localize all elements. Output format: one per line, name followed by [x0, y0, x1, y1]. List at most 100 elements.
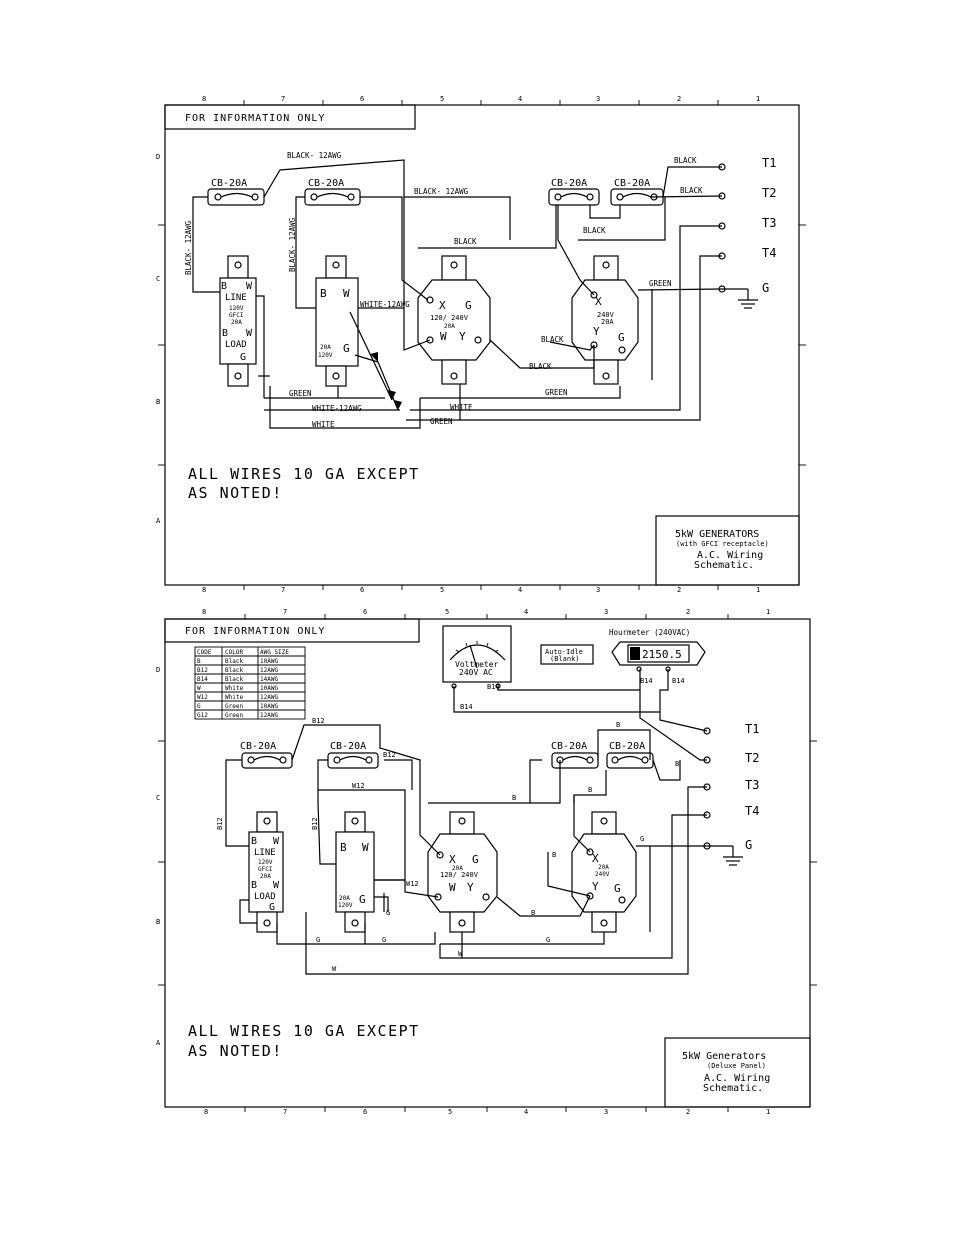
wl-green-2: GREEN — [289, 389, 312, 398]
wl-black-12awg-top: BLACK- 12AWG — [287, 151, 342, 160]
wc-b-d: B — [588, 786, 592, 794]
ruler-side-a: A — [156, 517, 161, 525]
sheet-1-gfci-receptacle — [219, 255, 257, 387]
sheet-1-breaker-4 — [610, 188, 664, 206]
auto-idle-box — [540, 644, 594, 665]
tl1-amps-label: 20A — [444, 323, 455, 330]
wire-legend-table — [194, 646, 306, 720]
ruler2-top-5: 5 — [445, 608, 449, 616]
tl2-g-label: G — [618, 331, 625, 344]
wl-black-2: BLACK — [680, 186, 703, 195]
sheet-1-title-2: (with GFCI receptacle) — [676, 540, 769, 548]
legend-row-2-code: B12 — [197, 667, 208, 674]
sheet-2-info-box — [164, 618, 420, 643]
sheet-1-twist-lock-240 — [571, 255, 639, 385]
wc-b14-c: B14 — [672, 677, 685, 685]
tl3-g-label: G — [472, 853, 479, 866]
wc-g-b: G — [316, 936, 320, 944]
ruler2-bottom-3: 3 — [604, 1108, 608, 1116]
ruler-side-d: D — [156, 153, 160, 161]
tl3-amps-label: 20A — [452, 865, 463, 872]
legend-header-color: COLOR — [225, 649, 243, 656]
ground-symbol-icon — [722, 288, 758, 309]
ruler2-bottom-5: 5 — [448, 1108, 452, 1116]
sheet-2-breaker-1-label: CB-20A — [240, 741, 276, 752]
hourmeter-label: Hourmeter (240VAC) — [609, 628, 690, 637]
wc-b14-d: B14 — [460, 703, 473, 711]
legend-row-7-color: Green — [225, 712, 243, 719]
sheet-1-terminal-t4: T4 — [762, 246, 776, 260]
sheet-2-terminal-t3: T3 — [745, 778, 759, 792]
sheet-1-title-1: 5kW GENERATORS — [675, 529, 759, 540]
wl-black-12awg-left: BLACK- 12AWG — [184, 220, 193, 275]
tl1-w-label: W — [440, 330, 447, 343]
sheet-2-duplex-receptacle — [335, 811, 375, 933]
sheet-2-terminal-t2: T2 — [745, 751, 759, 765]
sheet-1-breaker-2-label: CB-20A — [308, 178, 344, 189]
sheet-2-title-block — [664, 1037, 811, 1108]
gfci-line-label: LINE — [225, 293, 247, 303]
legend-row-6-code: G — [197, 703, 201, 710]
sheet-1-info-box — [164, 104, 416, 130]
ruler2-bottom-6: 6 — [363, 1108, 367, 1116]
ruler-bottom-6: 6 — [360, 586, 364, 594]
legend-row-2-awg: 12AWG — [260, 667, 278, 674]
gfci2-load-w-label: W — [273, 880, 280, 891]
sheet-2-title-3: A.C. Wiring — [704, 1073, 770, 1084]
tl2-volts-label: 240V — [597, 311, 615, 319]
duplex2-w-label: W — [362, 841, 369, 854]
ruler-side-c: C — [156, 275, 160, 283]
duplex-w-label: W — [343, 287, 350, 300]
sheet-2-title-1: 5kW Generators — [682, 1051, 766, 1062]
legend-row-6-color: Green — [225, 703, 243, 710]
gfci-type-label: GFCI — [229, 312, 244, 319]
duplex2-b-label: B — [340, 841, 347, 854]
ruler-bottom-8: 8 — [202, 586, 206, 594]
ruler2-bottom-1: 1 — [766, 1108, 770, 1116]
legend-row-3-code: B14 — [197, 676, 208, 683]
wl-black-4: BLACK — [454, 237, 477, 246]
sheet-2-breaker-3-label: CB-20A — [551, 741, 587, 752]
gfci2-amps-label: 20A — [260, 873, 271, 880]
sheet-2-note-line-2: AS NOTED! — [188, 1042, 283, 1060]
wc-g-d: G — [546, 936, 550, 944]
wl-black-6: BLACK — [529, 362, 552, 371]
sheet-2-title-2: (Deluxe Panel) — [707, 1062, 766, 1070]
wc-w-b: W — [332, 965, 337, 973]
tl4-amps-label: 20A — [598, 864, 609, 871]
wl-black-12awg-left2: BLACK- 12AWG — [288, 217, 297, 272]
ruler2-bottom-7: 7 — [283, 1108, 287, 1116]
sheet-1-twist-lock-120-240 — [417, 255, 491, 385]
wl-black-3: BLACK — [583, 226, 606, 235]
sheet-2-ruler-ticks — [158, 614, 817, 1112]
sheet-1-title-block — [655, 515, 800, 586]
ruler2-bottom-2: 2 — [686, 1108, 690, 1116]
ruler-top-2: 2 — [677, 95, 681, 103]
gfci-amps-label: 20A — [231, 319, 242, 326]
ruler-side-b: B — [156, 398, 160, 406]
gfci-volts-label: 120V — [229, 305, 244, 312]
tl4-y-label: Y — [592, 880, 599, 893]
wc-g-c: G — [382, 936, 386, 944]
sheet-2-gfci-receptacle — [248, 811, 284, 933]
gfci2-load-b-label: B — [251, 880, 257, 891]
ruler-bottom-3: 3 — [596, 586, 600, 594]
legend-row-2-color: Black — [225, 667, 243, 674]
tl2-x-label: X — [595, 295, 602, 308]
sheet-2-twist-lock-240 — [571, 811, 637, 933]
wc-b-b: B — [675, 760, 679, 768]
legend-header-code: CODE — [197, 649, 212, 656]
wc-b14-b: B14 — [640, 677, 653, 685]
ruler-top-8: 8 — [202, 95, 206, 103]
legend-row-6-awg: 10AWG — [260, 703, 278, 710]
duplex-volts-label: 120V — [318, 352, 333, 359]
tl1-y-label: Y — [459, 330, 466, 343]
sheet-2-breaker-4 — [606, 752, 654, 769]
ruler-bottom-4: 4 — [518, 586, 522, 594]
tl4-x-label: X — [592, 852, 599, 865]
legend-row-4-color: White — [225, 685, 243, 692]
tl3-rating-label: 120/ 240V — [440, 871, 479, 879]
wl-white-12awg-1: WHITE-12AWG — [360, 300, 410, 309]
auto-idle-label-2: (Blank) — [550, 655, 580, 663]
duplex-g-label: G — [343, 342, 350, 355]
